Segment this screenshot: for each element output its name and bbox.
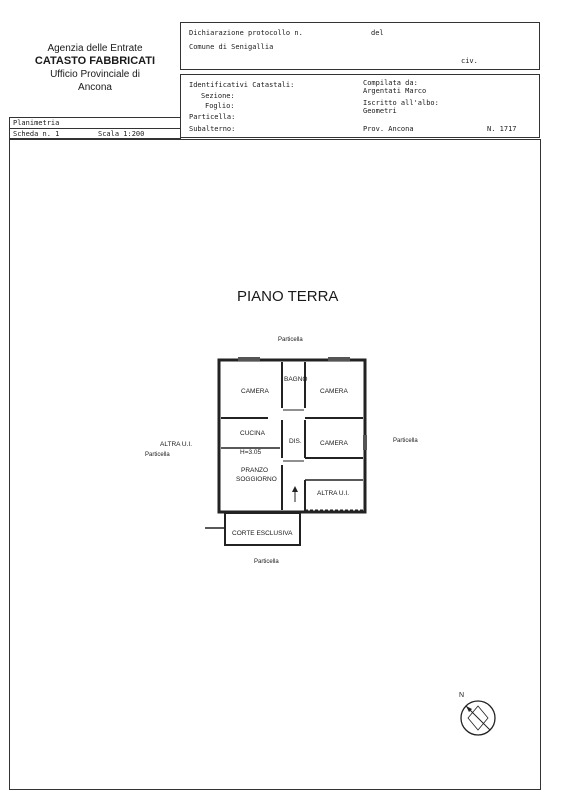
- room-height: H=3.05: [240, 449, 262, 456]
- room-altra-ui: ALTRA U.I.: [317, 490, 350, 497]
- compass-north-label: N: [459, 692, 465, 699]
- cadastral-box: Identificativi Catastali: Sezione: Fogli…: [180, 74, 540, 138]
- room-soggiorno: SOGGIORNO: [236, 476, 277, 483]
- foglio-label: Foglio:: [205, 102, 235, 110]
- particella-label: Particella:: [189, 113, 236, 121]
- room-camera-right-top: CAMERA: [320, 388, 348, 395]
- iscritto-label: Iscritto all'albo:: [363, 99, 439, 107]
- del-label: del: [371, 29, 384, 37]
- compiler-name: Argentati Marco: [363, 87, 427, 95]
- office-header: Agenzia delle Entrate CATASTO FABBRICATI…: [10, 42, 180, 94]
- particella-right: Particella: [393, 438, 418, 444]
- protocol-box: Dichiarazione protocollo n. del Comune d…: [180, 22, 540, 70]
- planimetria-label-box: Planimetria: [9, 117, 181, 128]
- particella-left: Particella: [145, 452, 170, 458]
- room-pranzo: PRANZO: [241, 467, 269, 474]
- particella-bottom: Particella: [254, 559, 279, 565]
- floor-title: PIANO TERRA: [237, 288, 339, 305]
- scale-label: Scala 1:200: [98, 130, 145, 138]
- room-camera-left: CAMERA: [241, 388, 269, 395]
- compass-icon: [460, 700, 496, 736]
- room-corte-esclusiva: CORTE ESCLUSIVA: [232, 530, 293, 537]
- room-camera-right-bottom: CAMERA: [320, 440, 348, 447]
- room-cucina: CUCINA: [240, 430, 265, 437]
- identifiers-label: Identificativi Catastali:: [189, 81, 295, 89]
- compilata-label: Compilata da:: [363, 79, 418, 87]
- room-bagno: BAGNO: [284, 376, 308, 383]
- office-city: Ancona: [78, 82, 112, 93]
- room-dis: DIS.: [289, 438, 302, 445]
- declaration-label: Dichiarazione protocollo n.: [189, 29, 303, 37]
- register-number: N. 1717: [487, 125, 517, 133]
- catasto-title: CATASTO FABBRICATI: [34, 55, 156, 67]
- entry-arrow-head: [292, 486, 298, 492]
- subalterno-label: Subalterno:: [189, 125, 236, 133]
- sezione-label: Sezione:: [201, 92, 235, 100]
- agency-name: Agenzia delle Entrate: [47, 43, 143, 54]
- scheda-number: Scheda n. 1: [13, 130, 60, 138]
- floor-plan: [205, 357, 367, 546]
- drawing-frame: [9, 139, 541, 790]
- comune-label: Comune di Senigallia: [189, 43, 274, 51]
- altra-ui-left: ALTRA U.I.: [160, 441, 193, 448]
- office-line: Ufficio Provinciale di: [50, 69, 140, 80]
- particella-top: Particella: [278, 337, 303, 343]
- scheda-box: Scheda n. 1 Scala 1:200: [9, 128, 181, 139]
- civ-label: civ.: [461, 57, 478, 65]
- albo-value: Geometri: [363, 107, 397, 115]
- corte-wall: [224, 512, 301, 546]
- province-label: Prov. Ancona: [363, 125, 414, 133]
- sheet-type: Planimetria: [13, 119, 60, 127]
